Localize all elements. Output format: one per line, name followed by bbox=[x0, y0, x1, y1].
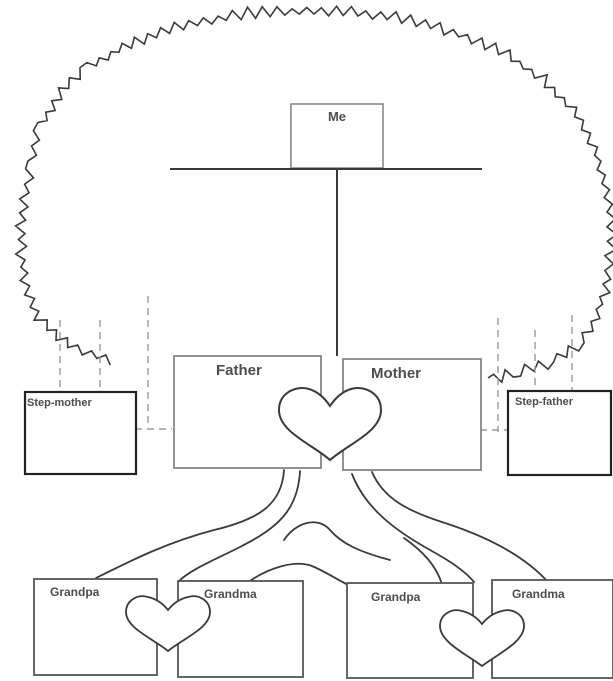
heart-icon bbox=[125, 595, 211, 653]
stepparent-guides bbox=[59, 296, 573, 432]
father-label: Father bbox=[216, 362, 262, 379]
tree-canopy bbox=[14, 4, 613, 384]
stepfather-label: Step-father bbox=[515, 396, 574, 408]
stepfather-box bbox=[506, 389, 613, 477]
heart-icon bbox=[277, 387, 383, 462]
mother-label: Mother bbox=[371, 365, 421, 382]
heart-icon bbox=[439, 609, 525, 668]
grandma-paternal-label: Grandma bbox=[204, 587, 257, 601]
tree-roots bbox=[95, 469, 549, 589]
grandma-maternal-label: Grandma bbox=[512, 587, 565, 601]
stepmother-box bbox=[23, 390, 138, 476]
me-label: Me bbox=[328, 109, 346, 124]
me-box bbox=[290, 103, 384, 169]
grandpa-paternal-label: Grandpa bbox=[50, 585, 100, 599]
stepmother-label: Step-mother bbox=[27, 397, 93, 409]
grandpa-maternal-label: Grandpa bbox=[371, 590, 421, 604]
